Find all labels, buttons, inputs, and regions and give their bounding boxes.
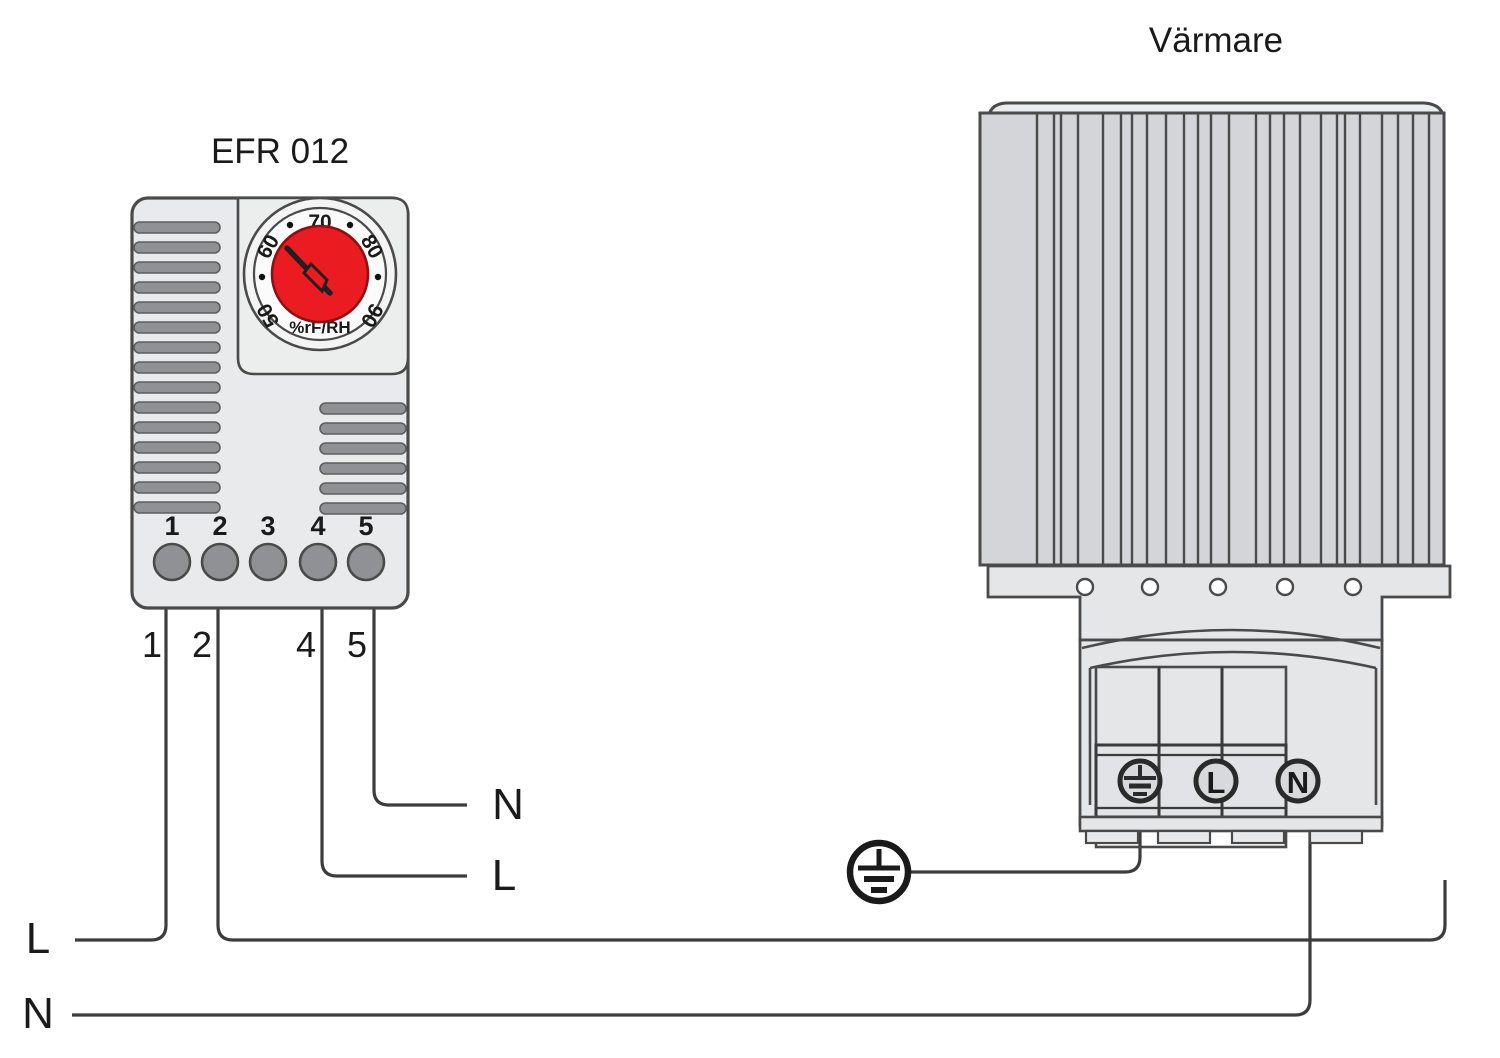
thermostat-out-label-l: L [492, 851, 516, 900]
connector-arch-inner [1089, 650, 1377, 670]
connector-feet [1084, 829, 1364, 845]
wire-label-4: 4 [296, 624, 316, 665]
wiring-group [72, 608, 1447, 1017]
thermostat-left-vent [133, 221, 221, 514]
terminal-screw-2[interactable] [200, 542, 240, 582]
terminal-number-5: 5 [358, 511, 373, 541]
dial-label-unit: %rF/RH [289, 318, 350, 337]
wire-label-5: 5 [347, 624, 367, 665]
terminal-l-icon[interactable]: L [1193, 758, 1239, 804]
heater-title: Värmare [1149, 21, 1283, 60]
heater-mounting-holes [1075, 577, 1363, 597]
wire-supply-n-to-heater-n [72, 830, 1312, 1017]
wire-label-2: 2 [192, 624, 212, 665]
terminal-number-2: 2 [212, 511, 227, 541]
wire-earth-to-heater-pe [906, 830, 1142, 874]
connector-bottom-lip [1078, 815, 1384, 833]
dial-pointer [284, 245, 333, 296]
wire-label-1: 1 [142, 624, 162, 665]
heater-fins [1035, 113, 1431, 565]
supply-label-n: N [22, 989, 54, 1038]
terminal-screw-1[interactable] [152, 542, 192, 582]
terminal-number-1: 1 [164, 511, 179, 541]
terminal-number-4: 4 [310, 511, 325, 541]
terminal-n-label: N [1287, 765, 1309, 800]
terminal-l-label: L [1207, 765, 1226, 800]
heater-device[interactable]: L N [978, 101, 1452, 849]
earth-icon [846, 839, 912, 905]
terminal-screw-3[interactable] [248, 542, 288, 582]
terminal-number-3: 3 [260, 511, 275, 541]
thermostat-out-label-n: N [492, 780, 524, 829]
wire-terminal-4-to-out-l [320, 608, 467, 878]
terminal-n-icon[interactable]: N [1275, 758, 1321, 804]
thermostat-right-vent [319, 402, 407, 515]
thermostat-terminals[interactable] [152, 542, 386, 582]
thermostat-device[interactable]: 70 80 90 50 60 %rF/RH [130, 196, 410, 610]
terminal-screw-5[interactable] [346, 542, 386, 582]
thermostat-dial[interactable]: 70 80 90 50 60 %rF/RH [242, 196, 398, 352]
earth-icon[interactable] [1117, 758, 1163, 804]
terminal-screw-4[interactable] [298, 542, 338, 582]
wire-terminal-1-to-supply-l [75, 608, 168, 942]
thermostat-title: EFR 012 [211, 132, 349, 171]
supply-label-l: L [26, 914, 50, 963]
dial-tick-dots [258, 221, 382, 281]
wire-terminal-5-to-out-n [372, 608, 467, 807]
connector-arch-outer [1081, 628, 1381, 650]
wire-terminal-2-to-heater-l [216, 608, 1447, 942]
